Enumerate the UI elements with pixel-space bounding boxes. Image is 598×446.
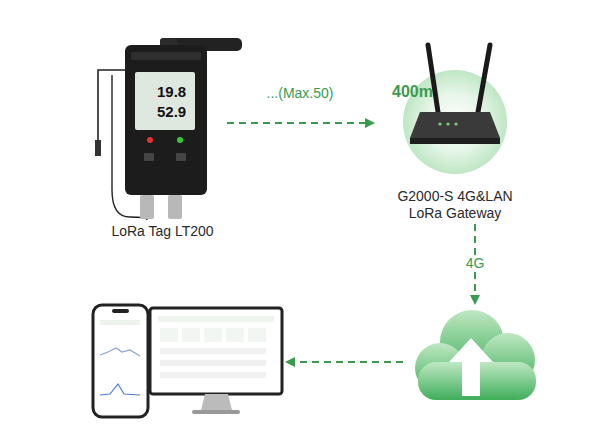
gateway-device <box>403 45 507 174</box>
node-label: LoRa Tag LT200 <box>111 223 213 240</box>
edge-label: ...(Max.50) <box>265 85 336 102</box>
cloud-symbol <box>415 310 536 400</box>
dashed-connector <box>287 361 403 363</box>
lora-tag-device <box>125 38 242 219</box>
device-node: LoRa Tag LT200 <box>100 38 225 240</box>
edge-label: 4G <box>464 255 487 272</box>
dashboard-screens <box>93 305 282 417</box>
dashboard-node <box>90 300 285 425</box>
node-label: G2000-S 4G&LAN LoRa Gateway <box>390 188 520 222</box>
display-reading: 19.8 <box>157 84 186 101</box>
dashed-connector <box>227 122 373 124</box>
display-reading: 52.9 <box>157 104 186 121</box>
range-label: 400m <box>392 83 433 101</box>
upload-arrow <box>449 338 493 396</box>
gateway-node: G2000-S 4G&LAN LoRa Gateway <box>375 40 535 222</box>
cloud-node <box>405 305 540 402</box>
